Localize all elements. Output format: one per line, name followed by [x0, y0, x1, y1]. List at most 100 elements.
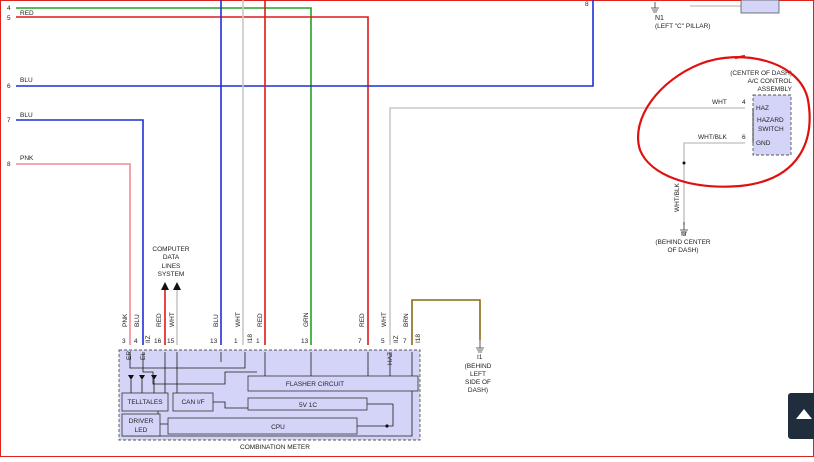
internal-trace	[213, 401, 248, 409]
pin-number: 7	[358, 338, 362, 345]
connector-code: I18	[415, 334, 422, 343]
computer-data-lines: COMPUTER DATA LINES SYSTEM	[152, 246, 190, 290]
v5-label: 5V 1C	[299, 402, 317, 409]
ac-control-title: (CENTER OF DASH)	[730, 70, 792, 77]
ac-control-assembly: (CENTER OF DASH) A/C CONTROL ASSEMBLY WH…	[674, 70, 793, 212]
pin-wire-color: RED	[257, 313, 264, 327]
wire-color-label: WHT/BLK	[698, 134, 728, 141]
brn-wire	[411, 299, 481, 345]
meter-title: COMBINATION METER	[240, 444, 310, 451]
arrow-up-icon	[161, 282, 169, 290]
internal-trace	[142, 352, 257, 385]
connector-code: IIZ	[393, 335, 400, 343]
can-if-label: CAN I/F	[181, 399, 204, 406]
left-pin-number: 8	[7, 161, 11, 168]
data-lines-label: SYSTEM	[158, 271, 185, 278]
pin-number: 5	[381, 338, 385, 345]
ground-icon	[651, 2, 659, 13]
ac-control-title: A/C CONTROL	[748, 78, 793, 85]
left-pin-number: 7	[7, 117, 11, 124]
pin-function: GND	[756, 140, 771, 147]
flasher-circuit-label: FLASHER CIRCUIT	[286, 381, 344, 388]
ground-id: I3	[681, 231, 687, 238]
connector-code: I18	[247, 334, 254, 343]
pnk-wire	[16, 163, 131, 345]
internal-trace	[129, 352, 246, 369]
hazard-switch-label: HAZARD	[757, 117, 784, 124]
pin-number: 16	[154, 338, 162, 345]
driver-led-label: DRIVER	[129, 418, 154, 425]
wires	[16, 0, 745, 345]
can-if-block	[172, 392, 214, 412]
connector-code: IIZ	[145, 335, 152, 343]
blu-wire	[16, 0, 594, 87]
pin-wire-color: RED	[156, 313, 163, 327]
data-lines-label: COMPUTER	[152, 246, 190, 253]
pin-number: 13	[301, 338, 309, 345]
driver-led-block	[121, 413, 161, 437]
scroll-to-top-button[interactable]	[788, 393, 814, 439]
ground-n1: N1 (LEFT "C" PILLAR)	[651, 0, 780, 30]
cpu-label: CPU	[271, 424, 285, 431]
wire-color-label: RED	[20, 10, 34, 17]
pin-wire-color: WHT	[235, 312, 242, 327]
combination-meter: ER EL HAZ	[118, 349, 421, 451]
pin-number: 4	[742, 99, 746, 106]
pin-number: 13	[210, 338, 218, 345]
pin-wire-color: PNK	[122, 313, 129, 327]
ground-location: OF DASH)	[667, 247, 698, 254]
data-lines-label: DATA	[163, 254, 180, 261]
pin-function: HAZ	[756, 105, 769, 112]
ground-i1: I1 (BEHIND LEFT SIDE OF DASH)	[465, 340, 492, 394]
ground-location: LEFT	[470, 371, 486, 378]
pin-number: 4	[134, 338, 138, 345]
ground-location: DASH)	[468, 387, 488, 394]
pin-function: EL	[140, 352, 147, 360]
arrow-up-icon	[796, 409, 812, 419]
ground-location: (BEHIND	[465, 363, 492, 370]
wire-color-label: WHT/BLK	[674, 182, 681, 212]
left-pin-labels: 4 5 RED 6 BLU 7 BLU 8 PNK	[7, 5, 34, 168]
wire-color-label: WHT	[712, 99, 727, 106]
ground-location: (BEHIND CENTER	[655, 239, 711, 246]
red-wire	[16, 16, 369, 345]
left-pin-number: 5	[7, 15, 11, 22]
ground-location: (LEFT "C" PILLAR)	[655, 23, 710, 30]
ac-control-title: ASSEMBLY	[757, 86, 792, 93]
data-lines-label: LINES	[162, 263, 181, 270]
left-pin-number: 6	[7, 83, 11, 90]
ground-id: N1	[655, 15, 664, 22]
diode-icon	[128, 375, 134, 380]
ground-location: SIDE OF	[465, 379, 491, 386]
diode-icon	[139, 375, 145, 380]
left-pin-number: 4	[7, 5, 11, 12]
ground-icon	[680, 222, 688, 235]
pin-wire-color: RED	[359, 313, 366, 327]
annotation-circle	[637, 54, 811, 188]
wht-blk-wire	[683, 142, 745, 225]
telltales-label: TELLTALES	[127, 399, 163, 406]
pin-number: 15	[167, 338, 175, 345]
junction-dot	[385, 424, 389, 428]
pin-number: 1	[234, 338, 238, 345]
diode-icon	[151, 375, 157, 380]
cpu-block	[167, 417, 358, 435]
pin-wire-color: GRN	[303, 312, 310, 327]
pin-wire-color: BLU	[213, 314, 220, 327]
pin-number: 6	[742, 134, 746, 141]
pin-function: HAZ	[387, 352, 394, 365]
pin-number: 8	[585, 1, 589, 8]
junction-dot	[682, 161, 686, 165]
pin-wire-color: BRN	[403, 313, 410, 327]
pin-wire-color: WHT	[381, 312, 388, 327]
internal-trace	[357, 404, 394, 427]
telltales-block	[121, 392, 169, 412]
flasher-circuit-block	[247, 375, 419, 392]
pin-function: ER	[126, 351, 133, 360]
pin-number: 3	[122, 338, 126, 345]
wire-color-label: BLU	[20, 112, 33, 119]
arrow-up-icon	[173, 282, 181, 290]
connector-box	[740, 0, 780, 14]
